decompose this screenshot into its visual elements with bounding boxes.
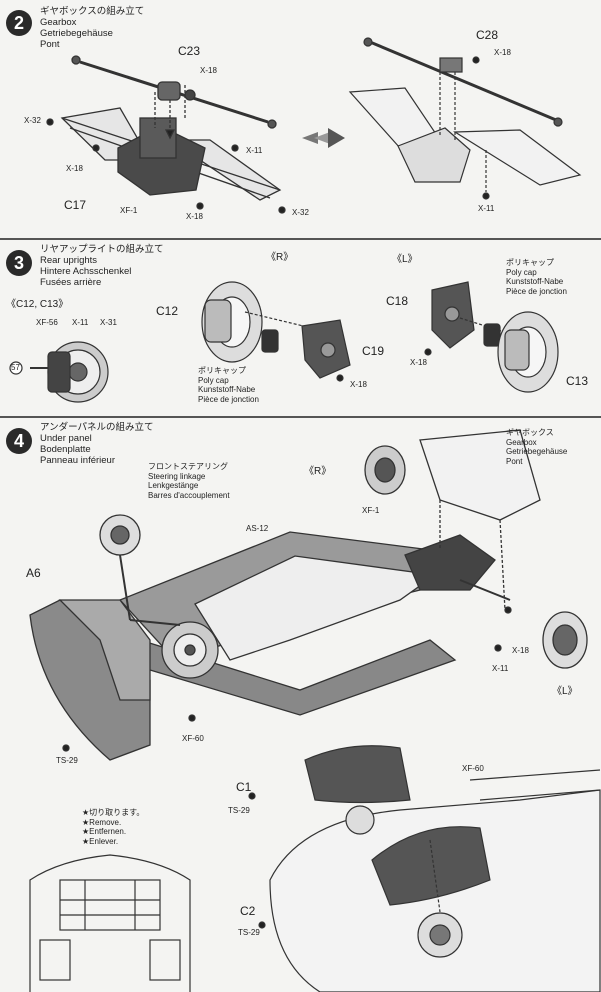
step-number-2: 2	[6, 10, 32, 36]
remove-note-de: ★Entfernen.	[82, 827, 127, 836]
detail-label-c12-c13: 《C12, C13》	[6, 299, 69, 310]
step2-arrow	[302, 128, 345, 148]
paint-label-ts29: TS-29	[238, 928, 260, 937]
part-label-x18: X-18	[512, 646, 529, 655]
step4-rear-view	[29, 854, 191, 992]
polycap-note-jp: ポリキャップ	[506, 258, 554, 267]
step3-upright-detail	[9, 341, 109, 403]
polycap-note-fr: Pièce de jonction	[198, 394, 259, 404]
paint-label-as12: AS-12	[246, 524, 269, 533]
step2-title-jp: ギヤボックスの組み立て	[40, 6, 145, 17]
part-label-x18: X-18	[350, 380, 367, 389]
step3-left-upright	[424, 281, 559, 393]
reference-step-57: 57	[11, 363, 20, 372]
step3-right-upright	[201, 281, 351, 382]
steering-linkage-note: フロントステアリング Steering linkage Lenkgestänge…	[148, 462, 230, 500]
step-number-4: 4	[6, 428, 32, 454]
part-label-c17: C17	[64, 198, 87, 212]
steering-note-de: Lenkgestänge	[148, 481, 199, 490]
part-label-x11: X-11	[72, 318, 89, 327]
step3-title-en: Rear uprights	[40, 255, 98, 266]
side-label-l: 《L》	[392, 254, 418, 265]
gearbox-note: ギヤボックス Gearbox Getriebegehäuse Pont	[506, 428, 567, 466]
step4-title-fr: Panneau inférieur	[40, 455, 115, 466]
step4-title-en: Under panel	[40, 433, 92, 444]
paint-label-xf1: XF-1	[362, 506, 380, 515]
polycap-note-en: Poly cap	[506, 267, 537, 277]
step-number-3: 3	[6, 250, 32, 276]
paint-label-xf56: XF-56	[36, 318, 58, 327]
part-label-x32: X-32	[24, 116, 41, 125]
step4-title-jp: アンダーパネルの組み立て	[40, 422, 154, 433]
part-label-x11: X-11	[478, 204, 495, 213]
paint-label-ts29: TS-29	[228, 806, 250, 815]
step3-title-jp: リヤアップライトの組み立て	[40, 244, 164, 255]
steering-note-fr: Barres d'accouplement	[148, 490, 230, 500]
paint-label-ts29: TS-29	[56, 756, 78, 765]
step2-title: ギヤボックスの組み立て Gearbox Getriebegehäuse Pont	[40, 6, 144, 50]
polycap-note-de: Kunststoff-Nabe	[198, 385, 256, 394]
step2-title-en: Gearbox	[40, 17, 77, 28]
polycap-note-en: Poly cap	[198, 375, 229, 385]
steering-note-en: Steering linkage	[148, 471, 206, 481]
step4-under-panel	[29, 429, 588, 761]
part-label-x18: X-18	[186, 212, 203, 221]
side-label-r: 《R》	[304, 466, 332, 477]
part-label-x11: X-11	[246, 146, 263, 155]
part-label-c13: C13	[566, 374, 589, 388]
part-label-x18: X-18	[66, 164, 83, 173]
polycap-note-jp: ポリキャップ	[198, 366, 246, 375]
step2-gearbox-parts	[46, 55, 286, 214]
part-label-c1: C1	[236, 780, 252, 794]
step4-title: アンダーパネルの組み立て Under panel Bodenplatte Pan…	[40, 422, 154, 466]
part-label-x11: X-11	[492, 664, 509, 673]
part-label-c23: C23	[178, 44, 201, 58]
side-label-l: 《L》	[552, 686, 578, 697]
gearbox-note-de: Getriebegehäuse	[506, 447, 568, 456]
steering-note-jp: フロントステアリング	[148, 462, 228, 471]
remove-note-en: ★Remove.	[82, 817, 122, 827]
part-label-c19: C19	[362, 344, 385, 358]
remove-note-fr: ★Enlever.	[82, 836, 119, 846]
step4-body-assembly	[248, 745, 601, 992]
part-label-c28: C28	[476, 28, 499, 42]
gearbox-note-fr: Pont	[506, 456, 523, 466]
remove-note-jp: ★切り取ります。	[82, 808, 145, 817]
paint-label-xf1: XF-1	[120, 206, 138, 215]
step2-title-de: Getriebegehäuse	[40, 28, 113, 39]
part-label-x31: X-31	[100, 318, 117, 327]
polycap-note-de: Kunststoff-Nabe	[506, 277, 564, 286]
part-label-c2: C2	[240, 904, 256, 918]
side-label-r: 《R》	[266, 252, 294, 263]
polycap-note-r: ポリキャップ Poly cap Kunststoff-Nabe Pièce de…	[198, 366, 259, 404]
part-label-x18: X-18	[410, 358, 427, 367]
divider-step3-step4	[0, 416, 601, 418]
step2-title-fr: Pont	[40, 39, 60, 50]
part-label-x18: X-18	[200, 66, 217, 75]
paint-label-xf60: XF-60	[182, 734, 204, 743]
part-label-c18: C18	[386, 294, 409, 308]
step3-title: リヤアップライトの組み立て Rear uprights Hintere Achs…	[40, 244, 164, 288]
step3-title-de: Hintere Achsschenkel	[40, 266, 132, 277]
remove-note: ★切り取ります。 ★Remove. ★Entfernen. ★Enlever.	[82, 808, 144, 846]
part-label-x18: X-18	[494, 48, 511, 57]
gearbox-note-jp: ギヤボックス	[506, 428, 554, 437]
polycap-note-fr: Pièce de jonction	[506, 286, 567, 296]
step2-assembled-gearbox	[348, 37, 582, 200]
paint-label-xf60: XF-60	[462, 764, 484, 773]
part-label-a6: A6	[26, 566, 41, 580]
part-label-x32: X-32	[292, 208, 309, 217]
step3-title-fr: Fusées arrière	[40, 277, 102, 288]
divider-step2-step3	[0, 238, 601, 240]
polycap-note-l: ポリキャップ Poly cap Kunststoff-Nabe Pièce de…	[506, 258, 567, 296]
gearbox-note-en: Gearbox	[506, 437, 537, 447]
step4-title-de: Bodenplatte	[40, 444, 91, 455]
part-label-c12: C12	[156, 304, 179, 318]
